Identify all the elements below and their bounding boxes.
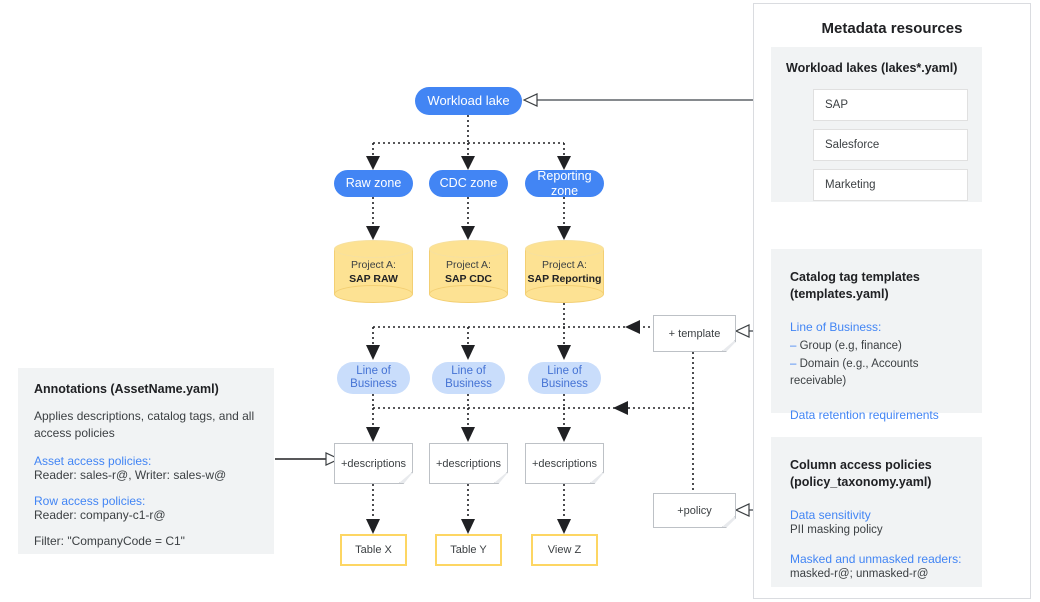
project-prefix: Project A: — [351, 258, 396, 271]
lake-item-marketing[interactable]: Marketing — [813, 168, 968, 201]
metadata-panel-title: Metadata resources — [821, 20, 963, 37]
note-descriptions-2[interactable]: +descriptions — [429, 443, 508, 484]
cylinder-bottom — [429, 285, 508, 303]
project-prefix: Project A: — [446, 258, 491, 271]
node-workload-lake[interactable]: Workload lake — [415, 87, 522, 115]
project-prefix: Project A: — [542, 258, 587, 271]
masked-readers-value: masked-r@; unmasked-r@ — [790, 568, 929, 581]
node-view-z-label: View Z — [547, 544, 582, 556]
lake-item-salesforce[interactable]: Salesforce — [813, 128, 968, 161]
row-filter-value: Filter: "CompanyCode = C1" — [34, 534, 185, 549]
node-workload-lake-label: Workload lake — [427, 92, 510, 108]
annotations-panel: Annotations (AssetName.yaml) Applies des… — [18, 368, 274, 554]
note-fold — [722, 516, 735, 527]
data-sensitivity-heading: Data sensitivity — [790, 507, 871, 522]
project-name: SAP CDC — [444, 272, 493, 285]
workload-lakes-card: Workload lakes (lakes*.yaml) SAP Salesfo… — [771, 47, 982, 202]
node-line-of-business-3[interactable]: Line of Business — [528, 362, 601, 394]
node-project-sap-raw[interactable]: Project A: SAP RAW — [334, 240, 413, 303]
node-table-y-label: Table Y — [450, 544, 487, 556]
wire-projects-to-lob — [372, 303, 650, 346]
note-template[interactable]: + template — [653, 315, 736, 352]
note-descriptions-2-label: +descriptions — [435, 457, 502, 470]
catalog-bullet-domain-text: Domain (e.g., Accounts receivable) — [790, 357, 919, 388]
catalog-bullet-domain: – Domain (e.g., Accounts receivable) — [790, 356, 970, 392]
wire-annotations-to-descriptions — [275, 452, 341, 466]
node-cdc-zone-label: CDC zone — [439, 176, 498, 191]
catalog-bullet-group: – Group (e.g, finance) — [790, 338, 970, 356]
column-policies-title: Column access policies (policy_taxonomy.… — [790, 457, 970, 491]
column-policies-title-line1: Column access policies — [790, 458, 932, 472]
row-access-policies-value: Reader: company-c1-r@ — [34, 508, 166, 523]
node-raw-zone[interactable]: Raw zone — [334, 170, 413, 197]
node-table-x[interactable]: Table X — [340, 534, 407, 566]
cylinder-bottom — [525, 285, 604, 303]
column-policies-title-line2: (policy_taxonomy.yaml) — [790, 474, 932, 489]
node-project-sap-reporting[interactable]: Project A: SAP Reporting — [525, 240, 604, 303]
node-line-of-business-1[interactable]: Line of Business — [337, 362, 410, 394]
annotations-title: Annotations (AssetName.yaml) — [34, 382, 219, 396]
node-reporting-zone-label: Reporting zone — [537, 169, 592, 198]
bullet-dash: – — [790, 339, 797, 352]
note-policy-label: +policy — [677, 504, 712, 517]
cylinder-top — [334, 240, 413, 258]
cylinder-top — [525, 240, 604, 258]
node-reporting-zone[interactable]: Reporting zone — [525, 169, 604, 198]
wire-zones-to-projects — [372, 197, 565, 228]
note-policy[interactable]: +policy — [653, 493, 736, 528]
node-project-sap-raw-label: Project A: SAP RAW — [334, 257, 413, 285]
note-fold — [722, 340, 735, 351]
workload-lakes-title: Workload lakes (lakes*.yaml) — [786, 61, 958, 75]
node-line-of-business-3-label: Line of Business — [541, 364, 588, 390]
asset-access-policies-value: Reader: sales-r@, Writer: sales-w@ — [34, 468, 227, 483]
note-fold — [494, 472, 507, 483]
lake-item-sap-label: SAP — [825, 98, 849, 111]
note-descriptions-3[interactable]: +descriptions — [525, 443, 604, 484]
data-retention-heading: Data retention requirements — [790, 408, 939, 423]
node-project-sap-cdc-label: Project A: SAP CDC — [429, 257, 508, 285]
row-access-policies-heading: Row access policies: — [34, 494, 146, 509]
project-name: SAP Reporting — [527, 272, 602, 285]
wire-lob-to-descriptions — [372, 394, 565, 408]
node-view-z[interactable]: View Z — [531, 534, 598, 566]
note-descriptions-1[interactable]: +descriptions — [334, 443, 413, 484]
note-descriptions-3-label: +descriptions — [531, 457, 598, 470]
catalog-bullet-group-text: Group (e.g, finance) — [796, 339, 902, 352]
node-project-sap-cdc[interactable]: Project A: SAP CDC — [429, 240, 508, 303]
workload-lakes-list: SAP Salesforce Marketing — [786, 88, 982, 201]
cylinder-bottom — [334, 285, 413, 303]
note-descriptions-1-label: +descriptions — [340, 457, 407, 470]
node-line-of-business-2[interactable]: Line of Business — [432, 362, 505, 394]
node-project-sap-reporting-label: Project A: SAP Reporting — [525, 257, 604, 285]
annotations-description: Applies descriptions, catalog tags, and … — [34, 409, 255, 441]
catalog-templates-title: Catalog tag templates (templates.yaml) — [790, 269, 970, 303]
node-cdc-zone[interactable]: CDC zone — [429, 170, 508, 197]
node-table-x-label: Table X — [355, 544, 392, 556]
project-name: SAP RAW — [349, 272, 398, 285]
catalog-templates-title-line1: Catalog tag templates — [790, 270, 920, 284]
note-fold — [590, 472, 603, 483]
bullet-dash: – — [790, 357, 797, 370]
catalog-tag-templates-card: Catalog tag templates (templates.yaml) L… — [771, 249, 982, 422]
lake-item-marketing-label: Marketing — [825, 178, 876, 191]
lake-item-salesforce-label: Salesforce — [825, 138, 880, 151]
node-table-y[interactable]: Table Y — [435, 534, 502, 566]
lake-item-sap[interactable]: SAP — [813, 88, 968, 121]
node-raw-zone-label: Raw zone — [345, 176, 402, 191]
line-of-business-heading: Line of Business: — [790, 319, 882, 334]
node-line-of-business-1-label: Line of Business — [350, 364, 397, 390]
note-template-label: + template — [668, 327, 721, 340]
node-line-of-business-2-label: Line of Business — [445, 364, 492, 390]
wire-lake-to-zones — [372, 115, 565, 158]
column-access-policies-card: Column access policies (policy_taxonomy.… — [771, 437, 982, 587]
catalog-templates-title-line2: (templates.yaml) — [790, 286, 889, 301]
masked-readers-heading: Masked and unmasked readers: — [790, 552, 962, 567]
note-fold — [399, 472, 412, 483]
data-sensitivity-value: PII masking policy — [790, 523, 883, 536]
cylinder-top — [429, 240, 508, 258]
asset-access-policies-heading: Asset access policies: — [34, 454, 152, 469]
wire-descriptions-to-outputs — [372, 484, 565, 520]
metadata-resources-panel: Metadata resources Workload lakes (lakes… — [753, 3, 1031, 599]
